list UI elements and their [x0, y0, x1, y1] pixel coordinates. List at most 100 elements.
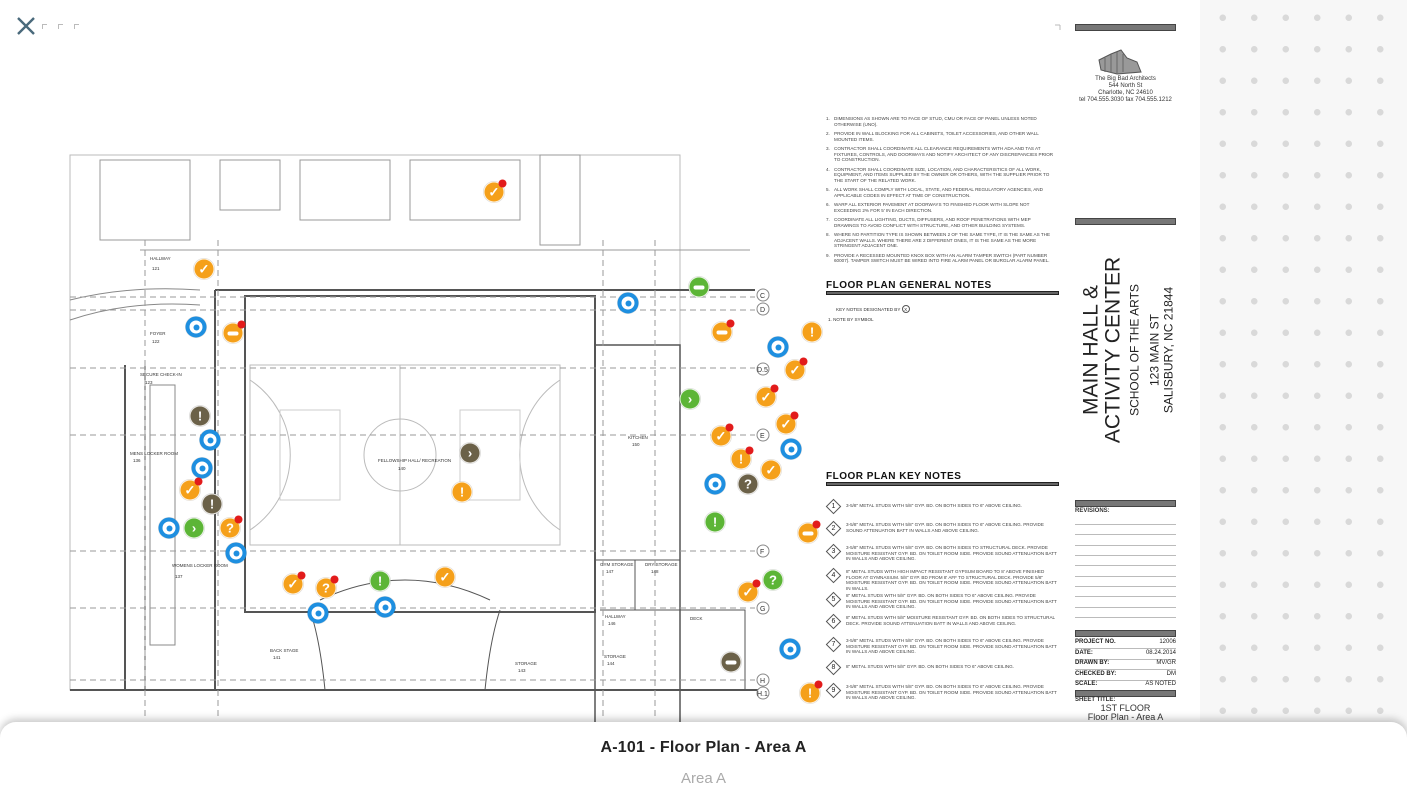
pin-check-icon[interactable]: ✓ — [784, 357, 808, 381]
architect-logo — [1098, 49, 1142, 75]
pin-home-icon[interactable] — [704, 473, 726, 495]
drawn-by-row: DRAWN BY:MV/GR — [1075, 660, 1176, 670]
pin-minus-icon[interactable] — [797, 520, 821, 544]
svg-text:FELLOWSHIP HALL/ RECREATION: FELLOWSHIP HALL/ RECREATION — [378, 458, 451, 463]
pin-exclamation-icon[interactable]: ! — [730, 446, 754, 470]
pin-check-icon[interactable]: ✓ — [755, 384, 779, 408]
pin-arrow-icon[interactable]: › — [459, 442, 481, 464]
svg-text:E: E — [760, 433, 765, 440]
pin-minus-icon[interactable] — [711, 319, 735, 343]
sheet-title-1: 1ST FLOOR — [1100, 703, 1151, 713]
svg-text:147: 147 — [606, 569, 614, 574]
pin-exclamation-icon[interactable]: ! — [799, 680, 823, 704]
pin-check-icon[interactable]: ✓ — [760, 459, 782, 481]
sheet-title-label: SHEET TITLE: — [1075, 697, 1116, 703]
pin-target-icon[interactable] — [374, 596, 396, 618]
pin-exclamation-icon[interactable]: ! — [189, 405, 211, 427]
svg-text:HALLWAY: HALLWAY — [605, 614, 626, 619]
pin-target-icon[interactable] — [191, 457, 213, 479]
pin-check-icon[interactable]: ✓ — [483, 179, 507, 203]
svg-text:143: 143 — [518, 668, 526, 673]
pin-minus-icon[interactable] — [720, 651, 742, 673]
pin-check-icon[interactable]: ✓ — [775, 411, 799, 435]
pin-check-icon[interactable]: ✓ — [282, 571, 306, 595]
svg-text:H: H — [760, 678, 765, 685]
heading-bar — [826, 482, 1059, 486]
svg-text:F: F — [760, 549, 764, 556]
svg-text:136: 136 — [133, 458, 141, 463]
pin-target-icon[interactable] — [185, 316, 207, 338]
pin-target-icon[interactable] — [780, 438, 802, 460]
svg-text:141: 141 — [273, 655, 281, 660]
sheet-title-2: Floor Plan - Area A — [1087, 712, 1164, 722]
revisions-label: REVISIONS: — [1075, 508, 1110, 514]
general-notes-heading: FLOOR PLAN GENERAL NOTES — [826, 280, 992, 291]
general-notes-list: 1.DIMENSIONS AS SHOWN ARE TO FACE OF STU… — [826, 116, 1054, 263]
pin-arrow-icon[interactable]: › — [679, 388, 701, 410]
svg-text:137: 137 — [175, 574, 183, 579]
pin-exclamation-icon[interactable]: ! — [369, 570, 391, 592]
svg-text:GYM STORAGE: GYM STORAGE — [600, 562, 633, 567]
pin-check-icon[interactable]: ✓ — [434, 566, 456, 588]
title-block-bar — [1075, 24, 1176, 31]
svg-text:D.5: D.5 — [757, 367, 768, 374]
pin-check-icon[interactable]: ✓ — [193, 258, 215, 280]
svg-text:123: 123 — [145, 380, 153, 385]
pin-arrow-icon[interactable]: › — [183, 517, 205, 539]
svg-text:146: 146 — [608, 621, 616, 626]
date-row: DATE:08.24.2014 — [1075, 650, 1176, 660]
sheet-title: A-101 - Floor Plan - Area A — [600, 739, 807, 756]
pin-question-icon[interactable]: ? — [219, 515, 243, 539]
pin-check-icon[interactable]: ✓ — [737, 579, 761, 603]
floor-plan-drawing[interactable]: HALLWAY 121 FOYER 122 SECURE CHECK-IN 12… — [0, 0, 1200, 730]
svg-text:121: 121 — [152, 266, 160, 271]
pin-target-icon[interactable] — [199, 429, 221, 451]
pin-target-icon[interactable] — [767, 336, 789, 358]
room-label: HALLWAY — [150, 256, 171, 261]
pin-question-icon[interactable]: ? — [315, 575, 339, 599]
pin-exclamation-icon[interactable]: ! — [704, 511, 726, 533]
pin-target-icon[interactable] — [225, 542, 247, 564]
svg-text:122: 122 — [152, 339, 160, 344]
svg-text:WOMENS LOCKER ROOM: WOMENS LOCKER ROOM — [172, 563, 228, 568]
pin-check-icon[interactable]: ✓ — [710, 423, 734, 447]
project-name: MAIN HALL & ACTIVITY CENTER SCHOOL OF TH… — [1079, 256, 1176, 444]
svg-text:SECURE CHECK-IN: SECURE CHECK-IN — [140, 372, 182, 377]
pin-target-icon[interactable] — [617, 292, 639, 314]
svg-text:BACK STAGE: BACK STAGE — [270, 648, 298, 653]
pin-target-icon[interactable] — [307, 602, 329, 624]
pin-minus-icon[interactable] — [222, 320, 246, 344]
background-pattern — [1200, 0, 1407, 800]
svg-text:140: 140 — [398, 466, 406, 471]
crop-mark — [42, 24, 47, 29]
pin-question-icon[interactable]: ? — [737, 473, 759, 495]
svg-text:H.1: H.1 — [757, 691, 768, 698]
sheet-area: Area A — [680, 770, 727, 787]
sheet-info-panel[interactable]: A-101 - Floor Plan - Area A Area A — [0, 722, 1407, 800]
svg-text:STORAGE: STORAGE — [515, 661, 537, 666]
pin-exclamation-icon[interactable]: ! — [451, 481, 473, 503]
title-block-bar — [1075, 630, 1176, 637]
svg-text:150: 150 — [632, 442, 640, 447]
key-designation: KEY NOTES DESIGNATED BY X — [836, 305, 910, 313]
pin-target-icon[interactable] — [779, 638, 801, 660]
pin-minus-icon[interactable] — [688, 276, 710, 298]
svg-text:KITCHEN: KITCHEN — [628, 435, 648, 440]
heading-bar — [826, 291, 1059, 295]
crop-mark — [58, 24, 63, 29]
pin-check-icon[interactable]: ✓ — [179, 477, 203, 501]
pin-exclamation-icon[interactable]: ! — [801, 321, 823, 343]
svg-text:FOYER: FOYER — [150, 331, 166, 336]
svg-text:G: G — [760, 606, 765, 613]
svg-text:DRY STORAGE: DRY STORAGE — [645, 562, 678, 567]
pin-question-icon[interactable]: ? — [762, 569, 784, 591]
svg-text:C: C — [760, 293, 765, 300]
close-icon[interactable] — [14, 14, 38, 38]
svg-text:MENS LOCKER ROOM: MENS LOCKER ROOM — [130, 451, 178, 456]
pin-target-icon[interactable] — [158, 517, 180, 539]
pin-exclamation-icon[interactable]: ! — [201, 493, 223, 515]
svg-text:STORAGE: STORAGE — [604, 654, 626, 659]
crop-mark — [74, 24, 79, 29]
